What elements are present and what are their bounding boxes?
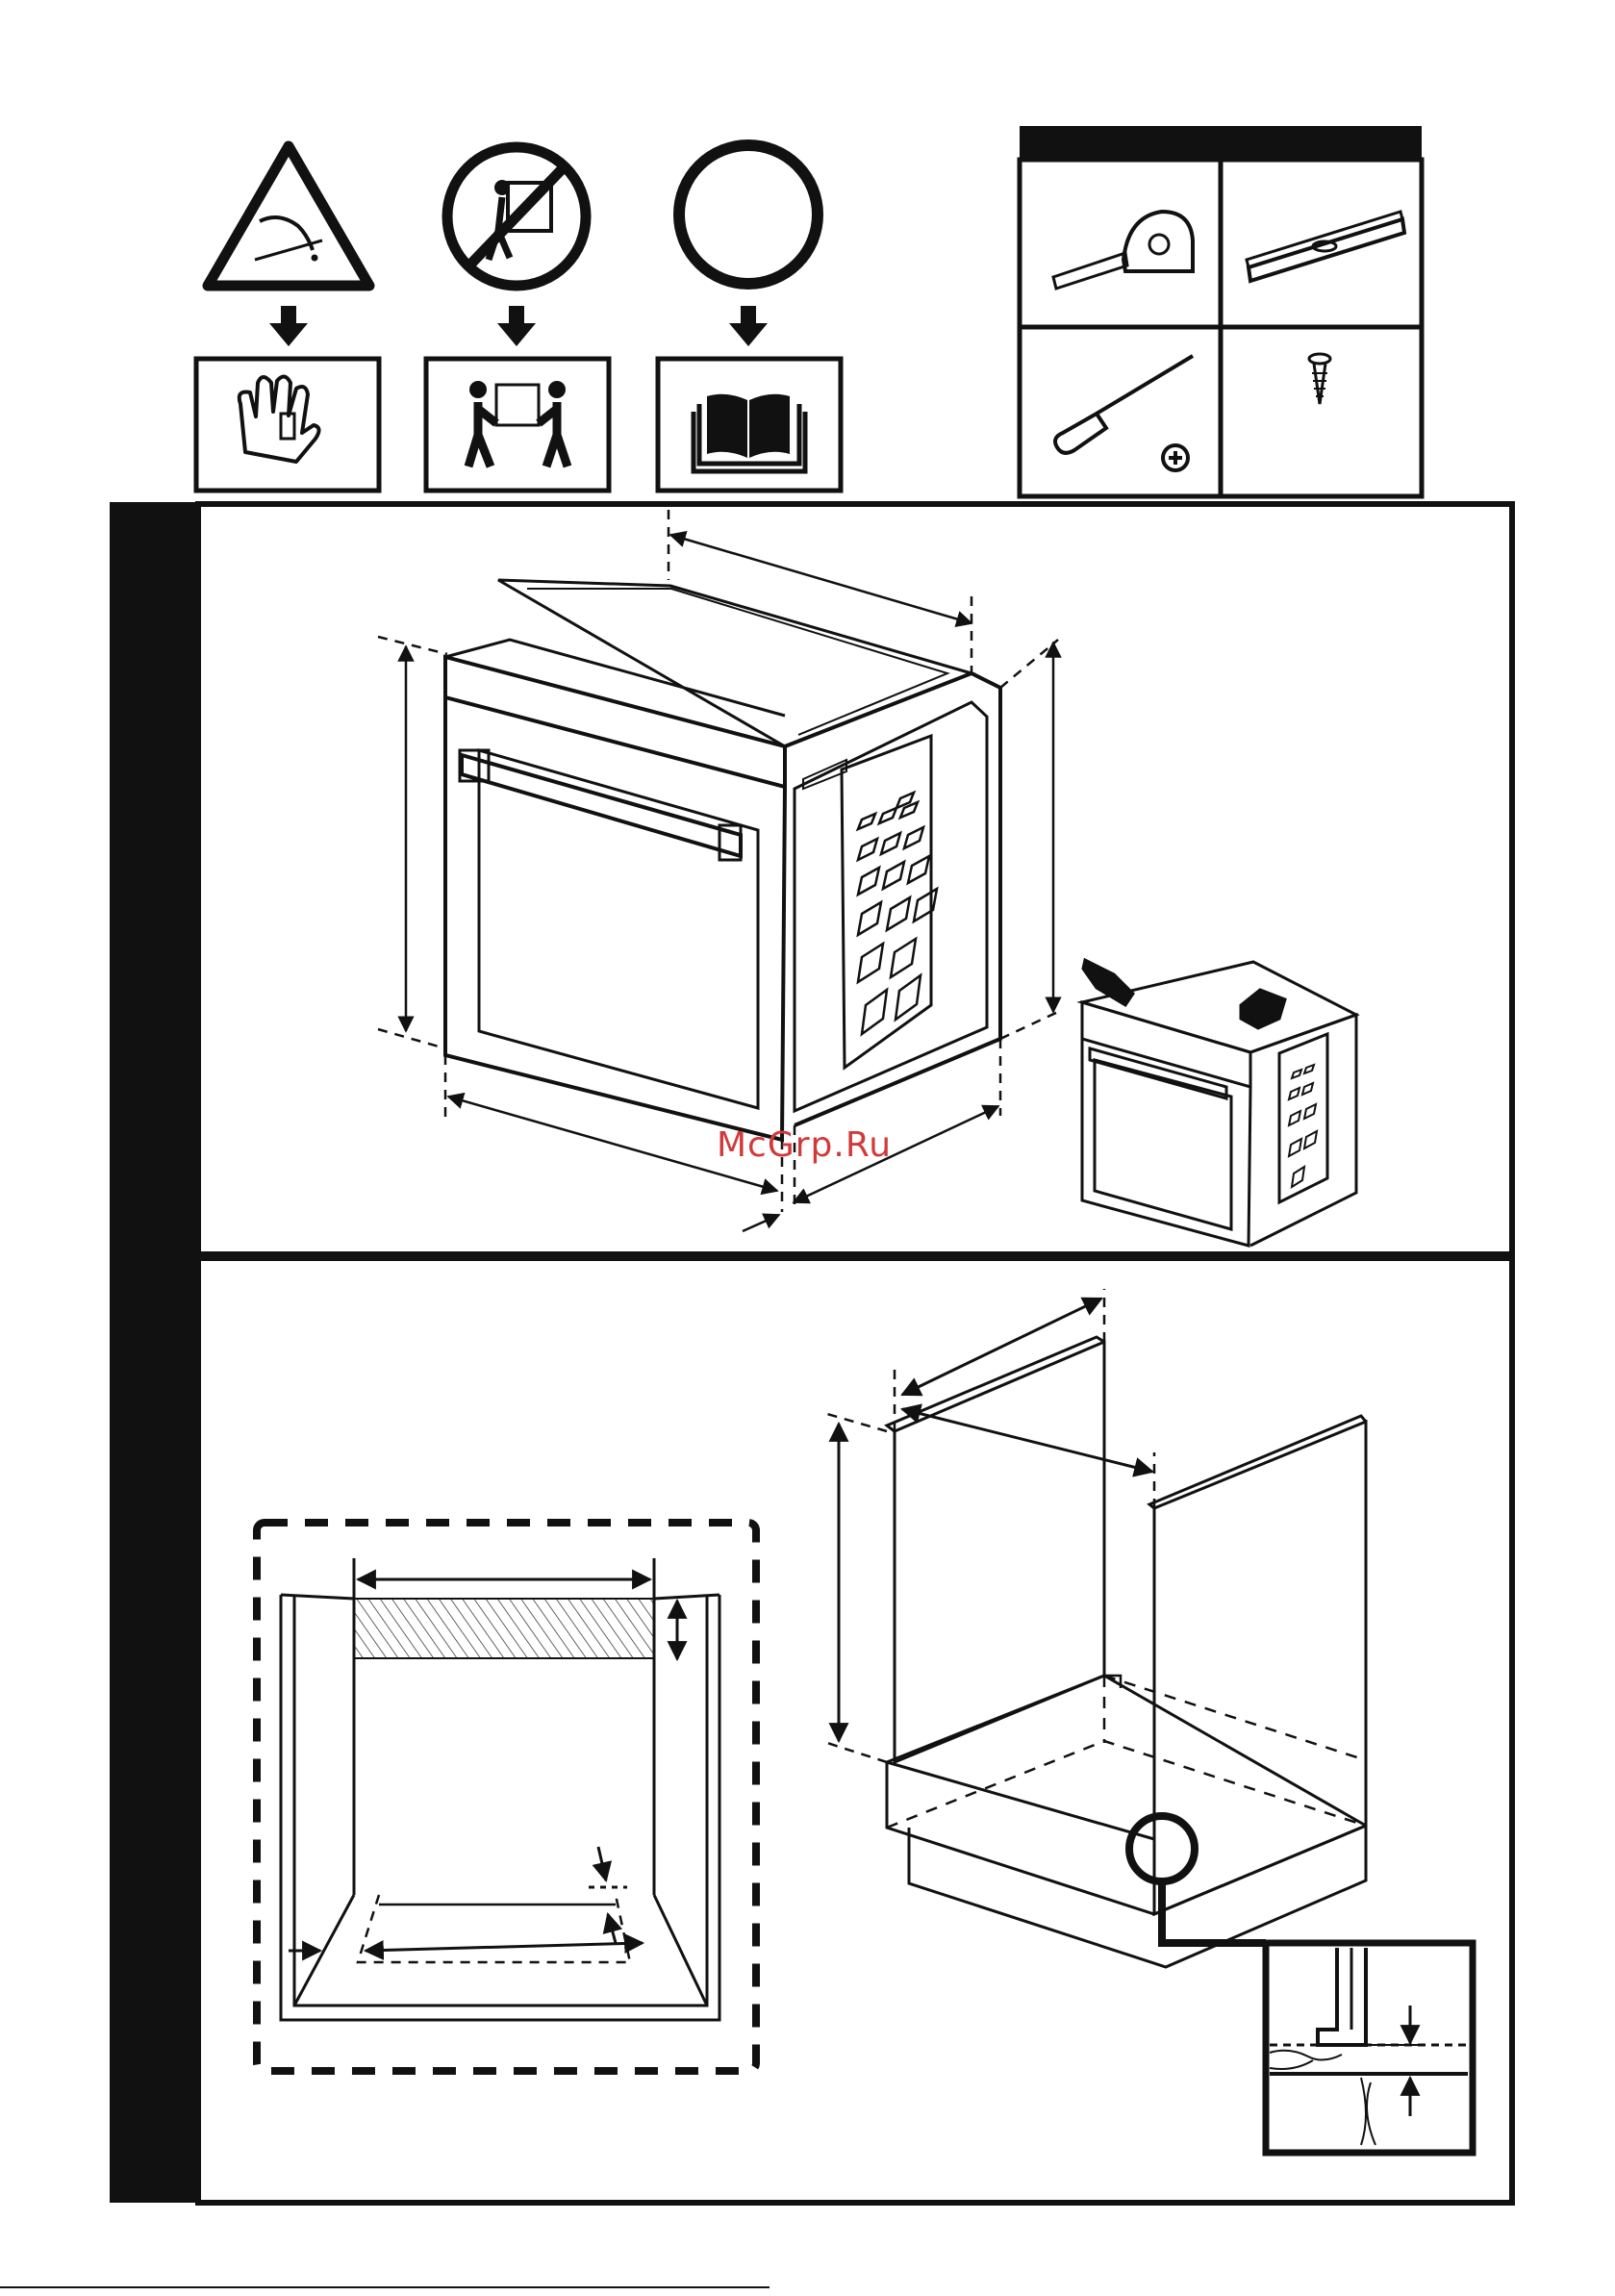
watermark-text: McGrp.Ru bbox=[717, 1125, 892, 1165]
side-section-bar bbox=[110, 502, 198, 2203]
cabinet-illustration bbox=[827, 1289, 1366, 1967]
tools-header-bar bbox=[1020, 126, 1422, 160]
tape-measure-icon bbox=[1053, 212, 1193, 289]
arrow-down-icons bbox=[269, 306, 768, 346]
screw-icon bbox=[1309, 354, 1330, 404]
safety-icons-row bbox=[196, 145, 841, 491]
two-person-lift-icon bbox=[426, 359, 609, 491]
oven-illustration bbox=[445, 580, 1000, 1140]
manual-book-icon bbox=[658, 359, 841, 491]
small-oven-lifting-illustration bbox=[1082, 960, 1356, 1246]
detail-inset bbox=[1266, 1943, 1473, 2153]
read-notice-icon bbox=[679, 145, 818, 284]
phillips-screwdriver-icon bbox=[1055, 356, 1193, 470]
tools-grid bbox=[1020, 126, 1422, 496]
spirit-level-icon bbox=[1247, 212, 1404, 281]
cabinet-installation-panel bbox=[257, 1289, 1473, 2153]
no-single-person-lift-icon bbox=[447, 147, 586, 286]
niche-front-view bbox=[257, 1523, 756, 2071]
protective-gloves-icon bbox=[196, 359, 379, 491]
detail-magnifier bbox=[1129, 1816, 1195, 1881]
sharp-edges-warning-icon bbox=[208, 146, 369, 286]
